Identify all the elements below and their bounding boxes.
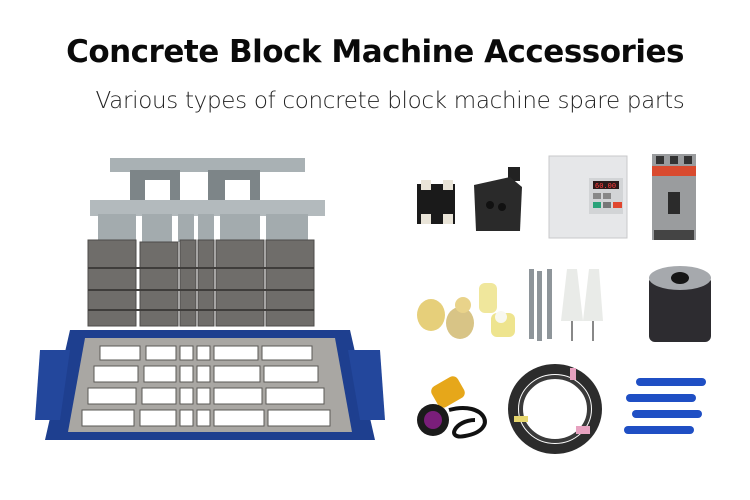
circuit-breaker-image <box>648 152 700 242</box>
polyurethane-buffers-image <box>415 275 515 345</box>
rubber-damper-image <box>645 262 715 347</box>
hydraulic-cylinders-image <box>622 376 717 441</box>
page-title: Concrete Block Machine Accessories <box>66 34 684 70</box>
hydraulic-valve-image <box>470 165 528 240</box>
photoelectric-sensor-image <box>405 370 500 450</box>
block-mould-image <box>30 150 390 460</box>
frequency-inverter-image: 60.00 <box>545 152 630 242</box>
brushes-image <box>525 265 605 345</box>
solid-state-relay-image <box>415 178 459 226</box>
page-subtitle: Various types of concrete block machine … <box>95 88 685 114</box>
hydraulic-hoses-image <box>508 364 603 454</box>
inverter-display: 60.00 <box>595 182 616 190</box>
